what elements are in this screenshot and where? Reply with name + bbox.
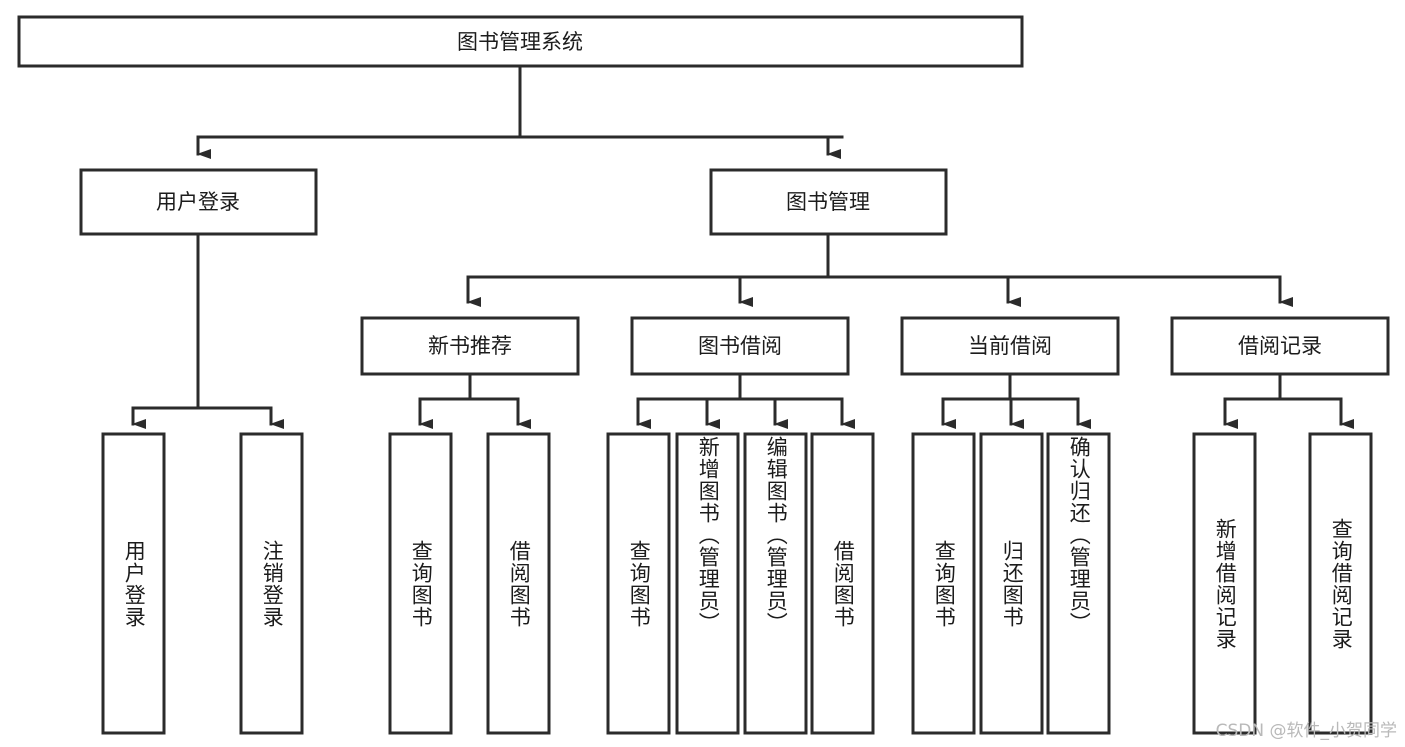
leaf-box-query-borrow-record[interactable]	[1308, 432, 1373, 735]
connector-root-to-level2	[196, 64, 844, 159]
connector-currentborrow-to-leaves	[941, 372, 1091, 429]
leaf-box-query-book-3[interactable]	[911, 432, 976, 735]
leaf-box-return-book[interactable]	[979, 432, 1044, 735]
leaf-box-query-book-2[interactable]	[606, 432, 671, 735]
leaf-box-query-book-1[interactable]	[388, 432, 453, 735]
connector-borrowrecord-to-leaves	[1223, 372, 1354, 429]
leaf-box-add-borrow-record[interactable]	[1192, 432, 1257, 735]
leaf-box-user-login[interactable]	[101, 432, 166, 735]
node-borrow-record[interactable]: 借阅记录	[1170, 316, 1390, 376]
node-book-management[interactable]: 图书管理	[709, 168, 948, 236]
connector-newbook-to-leaves	[418, 372, 531, 429]
node-book-borrow-label: 图书借阅	[698, 334, 782, 358]
node-current-borrow[interactable]: 当前借阅	[900, 316, 1120, 376]
node-root[interactable]: 图书管理系统	[17, 15, 1024, 68]
leaf-box-logout[interactable]	[239, 432, 304, 735]
connector-userlogin-to-leaves	[131, 232, 284, 429]
node-user-login-label: 用户登录	[156, 190, 240, 214]
leaf-box-confirm-return-admin[interactable]	[1046, 432, 1111, 735]
leaf-box-borrow-book-2[interactable]	[810, 432, 875, 735]
connector-bookmgmt-to-level3	[466, 232, 1293, 307]
node-borrow-record-label: 借阅记录	[1238, 334, 1322, 358]
node-new-book-recommend[interactable]: 新书推荐	[360, 316, 580, 376]
connector-borrowbook-to-leaves	[636, 372, 855, 429]
node-current-borrow-label: 当前借阅	[968, 334, 1052, 358]
node-book-borrow[interactable]: 图书借阅	[630, 316, 850, 376]
node-new-book-recommend-label: 新书推荐	[428, 334, 512, 358]
leaf-box-edit-book-admin[interactable]	[743, 432, 808, 735]
watermark-text: CSDN @软件_小贺同学	[1215, 721, 1397, 741]
node-root-label: 图书管理系统	[457, 30, 583, 54]
node-user-login[interactable]: 用户登录	[79, 168, 318, 236]
node-book-management-label: 图书管理	[786, 190, 870, 214]
leaf-box-borrow-book-1[interactable]	[486, 432, 551, 735]
leaf-box-add-book-admin[interactable]	[675, 432, 740, 735]
